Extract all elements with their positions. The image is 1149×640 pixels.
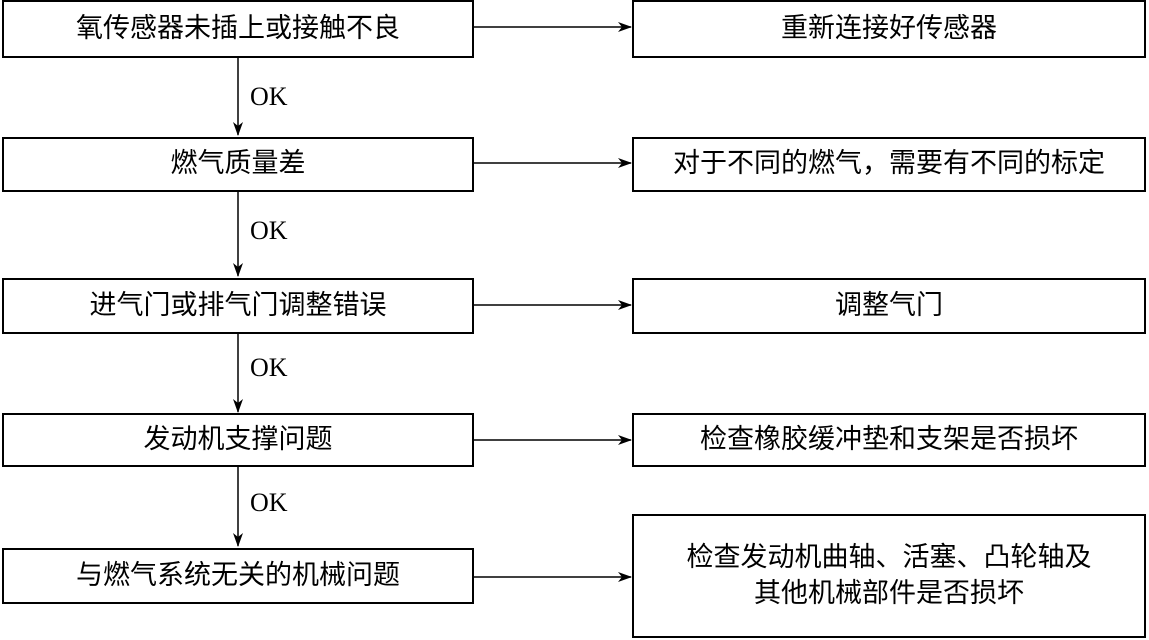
fix-text-5-line-2: 其他机械部件是否损坏 xyxy=(754,578,1024,609)
ok-label-3: OK xyxy=(250,353,288,382)
cause-box-4: 发动机支撑问题 xyxy=(2,413,474,467)
cause-text-5: 与燃气系统无关的机械问题 xyxy=(76,559,400,591)
fix-text-5-line-1: 检查发动机曲轴、活塞、凸轮轴及 xyxy=(686,541,1092,573)
fix-box-4: 检查橡胶缓冲垫和支架是否损坏 xyxy=(632,413,1146,467)
cause-box-3: 进气门或排气门调整错误 xyxy=(2,278,474,334)
fix-box-2: 对于不同的燃气，需要有不同的标定 xyxy=(632,137,1146,192)
cause-text-3: 进气门或排气门调整错误 xyxy=(89,289,387,321)
cause-box-2: 燃气质量差 xyxy=(2,137,474,192)
ok-label-2: OK xyxy=(250,216,288,245)
cause-text-1: 氧传感器未插上或接触不良 xyxy=(76,12,400,44)
cause-text-2: 燃气质量差 xyxy=(170,148,306,180)
cause-box-1: 氧传感器未插上或接触不良 xyxy=(2,0,474,58)
fix-text-1: 重新连接好传感器 xyxy=(781,12,997,44)
cause-box-5: 与燃气系统无关的机械问题 xyxy=(2,548,474,604)
fix-box-1: 重新连接好传感器 xyxy=(632,0,1146,58)
fix-text-2: 对于不同的燃气，需要有不同的标定 xyxy=(673,148,1105,180)
cause-text-4: 发动机支撑问题 xyxy=(143,423,333,455)
ok-label-4: OK xyxy=(250,488,288,517)
fix-box-3: 调整气门 xyxy=(632,278,1146,334)
fix-text-3: 调整气门 xyxy=(835,289,943,321)
ok-label-1: OK xyxy=(250,82,288,111)
fix-box-5: 检查发动机曲轴、活塞、凸轮轴及 其他机械部件是否损坏 xyxy=(632,514,1146,638)
fix-text-4: 检查橡胶缓冲垫和支架是否损坏 xyxy=(700,423,1078,455)
